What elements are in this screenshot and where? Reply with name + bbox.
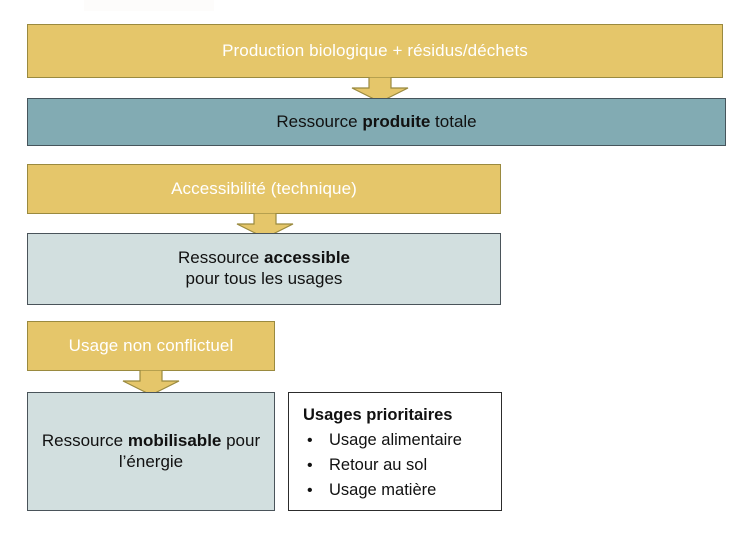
priority-uses-list: • Usage alimentaire • Retour au sol • Us…: [303, 428, 491, 504]
list-item: • Usage alimentaire: [303, 428, 491, 453]
node-production-biologique[interactable]: Production biologique + résidus/déchets: [27, 24, 723, 78]
cropped-top-strip: [84, 0, 214, 11]
list-item-label: Usage alimentaire: [329, 430, 462, 449]
node-ressource-mobilisable[interactable]: Ressource mobilisable pour l’énergie: [27, 392, 275, 511]
text-suffix: totale: [430, 111, 477, 131]
bullet-icon: •: [307, 456, 313, 474]
node-ressource-produite-label: Ressource produite totale: [276, 112, 476, 133]
list-item: • Usage matière: [303, 478, 491, 503]
node-ressource-accessible-label: Ressource accessible pour tous les usage…: [178, 248, 350, 289]
text-prefix: Ressource: [41, 430, 128, 450]
node-usage-non-conflictuel[interactable]: Usage non conflictuel: [27, 321, 275, 371]
node-ressource-mobilisable-label: Ressource mobilisable pour l’énergie: [42, 431, 260, 472]
node-accessibilite-technique-label: Accessibilité (technique): [171, 178, 357, 198]
bullet-icon: •: [307, 482, 313, 500]
priority-uses-title: Usages prioritaires: [303, 406, 453, 424]
node-production-biologique-label: Production biologique + résidus/déchets: [222, 40, 528, 60]
text-prefix: Ressource: [178, 248, 264, 268]
text-line2: l’énergie: [118, 451, 184, 471]
node-ressource-produite[interactable]: Ressource produite totale: [27, 98, 726, 146]
text-bold: produite: [362, 111, 431, 131]
text-suffix: pour: [221, 430, 261, 450]
text-prefix: Ressource: [276, 111, 363, 131]
text-bold: accessible: [263, 248, 350, 268]
list-item-label: Usage matière: [329, 481, 437, 500]
arrow-down-icon-conflictuel-to-mobilisable: [122, 370, 180, 396]
node-usage-non-conflictuel-label: Usage non conflictuel: [68, 335, 234, 355]
text-line2: pour tous les usages: [185, 269, 343, 288]
arrow-down-icon-production-to-produite: [351, 77, 409, 103]
list-item: • Retour au sol: [303, 453, 491, 478]
node-ressource-accessible[interactable]: Ressource accessible pour tous les usage…: [27, 233, 501, 305]
priority-uses-box[interactable]: Usages prioritaires • Usage alimentaire …: [288, 392, 502, 511]
node-accessibilite-technique[interactable]: Accessibilité (technique): [27, 164, 501, 214]
text-bold: mobilisable: [127, 430, 222, 450]
list-item-label: Retour au sol: [329, 455, 428, 474]
arrow-down-icon-accessibilite-to-accessible: [236, 213, 294, 239]
bullet-icon: •: [307, 431, 313, 449]
